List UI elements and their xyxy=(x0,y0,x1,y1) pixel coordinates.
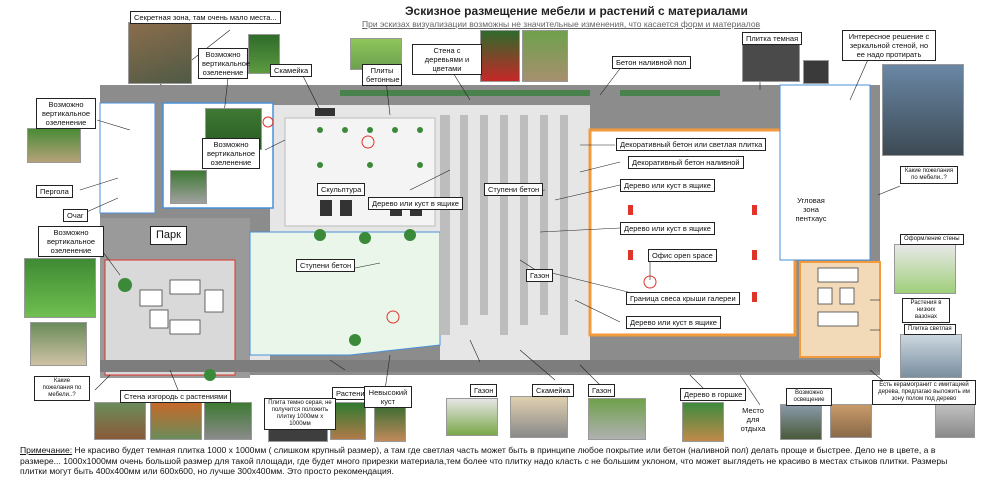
label-plants-low-boxes: Растения в низких вазонах xyxy=(902,298,950,323)
label-lawn-bottom-1: Газон xyxy=(470,384,498,397)
label-deco-concrete-tile: Декоративный бетон или светлая плитка xyxy=(616,138,767,151)
top-planter-row xyxy=(340,90,720,96)
label-park: Парк xyxy=(150,226,187,245)
label-sculpture: Скульптура xyxy=(317,183,366,196)
label-mirror-wall: Интересное решение с зеркальной стеной, … xyxy=(842,30,936,61)
label-office: Офис open space xyxy=(648,249,717,262)
label-rest-area: Место для отдыха xyxy=(740,406,766,433)
label-secret-zone: Секретная зона, там очень мало места... xyxy=(130,11,281,24)
vertical-green-photo-bottom xyxy=(24,258,96,318)
label-wall-trees: Стена с деревьями и цветами xyxy=(412,44,482,75)
park-zone xyxy=(104,259,236,376)
page-title: Эскизное размещение мебели и растений с … xyxy=(405,4,748,18)
label-bench-bottom: Скамейка xyxy=(532,384,575,397)
vertical-green-photo-mid-2 xyxy=(170,170,207,204)
label-light-tile: Плитка светлая xyxy=(904,324,956,335)
deck-furniture xyxy=(817,267,859,327)
lawn-area-left xyxy=(249,231,441,356)
plant-photo xyxy=(330,402,366,440)
label-deco-concrete-poured: Декоративный бетон наливной xyxy=(628,156,744,169)
label-dark-tile-top: Плитка темная xyxy=(742,32,803,45)
label-poured-concrete-floor: Бетон наливной пол xyxy=(612,56,691,69)
hedge-photo-2 xyxy=(150,402,202,440)
label-pergola: Пергола xyxy=(36,185,73,198)
rest-area-photo xyxy=(780,404,822,440)
label-tree-box-2: Дерево или куст в ящике xyxy=(368,197,463,210)
label-dark-tile-note: Плита темно серая, не получится положить… xyxy=(264,398,336,430)
park-furniture xyxy=(139,279,224,335)
label-wall-design: Оформление стены xyxy=(900,234,964,245)
dark-tile-photo xyxy=(742,44,800,82)
lawn-photo xyxy=(446,398,498,436)
label-porcelain-wood: Есть керамогранит с имитацией дерева, пр… xyxy=(872,380,976,405)
wall-trees-photo-2 xyxy=(522,30,568,82)
label-concrete-steps-left: Ступени бетон xyxy=(296,259,356,272)
mirror-wall-photo xyxy=(882,64,964,156)
secret-zone-photo xyxy=(128,22,192,84)
label-tree-box-1: Дерево или куст в ящике xyxy=(620,179,715,192)
label-hedge-wall: Стена изгородь с растениями xyxy=(120,390,232,403)
label-bench-top: Скамейка xyxy=(270,64,313,77)
label-corner-penthouse: Угловая зона пентхаус xyxy=(795,196,827,223)
footnote-text: Не красиво будет темная плитка 1000 х 10… xyxy=(20,445,948,476)
vertical-green-photo-left xyxy=(27,128,81,163)
label-furniture-wishes-left: Какие пожелания по мебели..? xyxy=(34,376,90,401)
dark-tile-photo-2 xyxy=(803,60,829,84)
label-vertical-green-bottom: Возможно вертикальное озеленение xyxy=(38,226,104,257)
hedge-photo-1 xyxy=(94,402,146,440)
label-vertical-green-1: Возможно вертикальное озеленение xyxy=(198,48,250,79)
label-hearth: Очаг xyxy=(63,209,88,222)
red-circles xyxy=(262,116,657,324)
wall-trees-photo-1 xyxy=(480,30,520,82)
label-low-shrub: Невысокий куст xyxy=(364,386,412,408)
light-tile-photo xyxy=(900,334,962,378)
penthouse-zone xyxy=(779,84,871,261)
lawn-photo-2 xyxy=(588,398,646,440)
concrete-strips xyxy=(440,115,568,335)
wood-floor-photo xyxy=(830,404,872,438)
label-vertical-green-left: Возможно вертикальное озеленение xyxy=(36,98,96,129)
label-vertical-green-mid: Возможно вертикальное озеленение xyxy=(202,138,260,169)
label-furniture-wishes-right: Какие пожелания по мебели..? xyxy=(900,166,958,184)
wall-design-photo xyxy=(894,244,956,294)
furniture-photo-left xyxy=(30,322,87,366)
plant-markers xyxy=(118,127,423,381)
label-lawn-bottom-2: Газон xyxy=(588,384,616,397)
label-concrete-slabs: Плиты бетонные xyxy=(362,64,402,86)
footnote-lead: Примечание: xyxy=(20,445,73,455)
label-roof-overhang: Граница свеса крыши галереи xyxy=(626,292,740,305)
bench-photo xyxy=(510,396,568,438)
label-possible-lighting: Возможно освещение xyxy=(786,388,832,406)
label-tree-pot: Дерево в горшке xyxy=(680,388,747,401)
tree-pot-photo xyxy=(682,402,724,442)
label-tree-box-3: Дерево или куст в ящике xyxy=(620,222,715,235)
footnote: Примечание: Не красиво будет темная плит… xyxy=(20,445,970,477)
pergola-photo xyxy=(40,172,85,177)
pergola-zone xyxy=(99,102,156,214)
label-lawn-center: Газон xyxy=(526,269,554,282)
label-tree-box-4: Дерево или куст в ящике xyxy=(626,316,721,329)
wood-floor-photo-2 xyxy=(935,404,975,438)
page-subtitle: При эскизах визуализации возможны не зна… xyxy=(362,19,761,29)
shrub-photo xyxy=(374,402,406,442)
hedge-photo-3 xyxy=(204,402,252,440)
label-concrete-steps-top: Ступени бетон xyxy=(484,183,544,196)
